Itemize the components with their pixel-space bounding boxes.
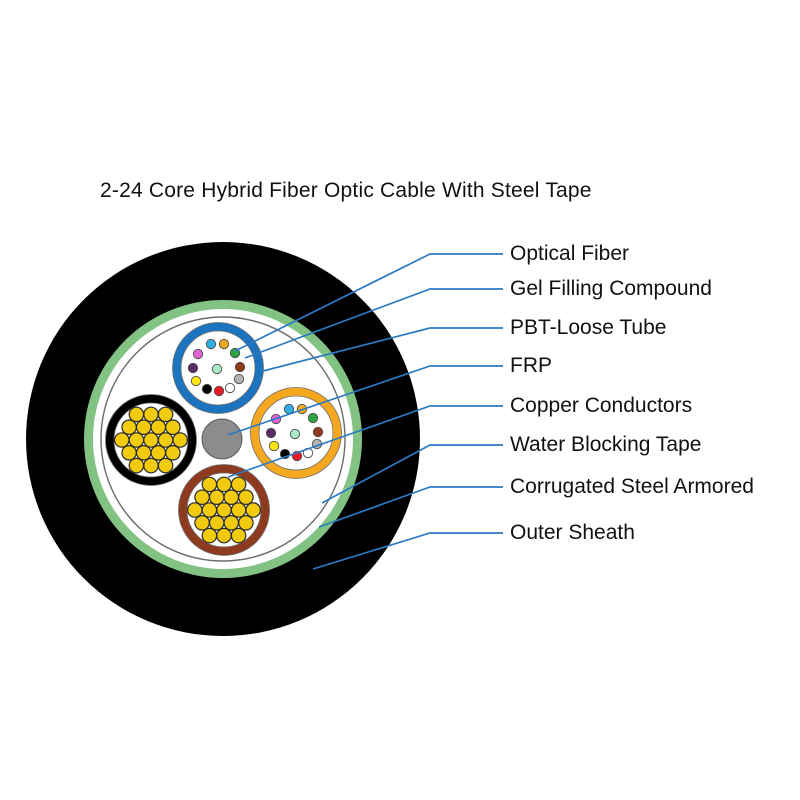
copper-wire [150,444,167,461]
frp-strength-member [201,418,243,460]
copper-wire [121,444,137,461]
leader-line-gel-filling-compound [244,288,503,359]
fiber-black [201,383,213,395]
copper-wire [165,444,181,461]
fiber-brown [234,361,246,373]
label-frp: FRP [510,354,552,377]
copper-wire [143,406,159,423]
copper-wire [143,457,159,474]
copper-wire [238,489,254,505]
copper-wire [157,406,174,423]
label-copper-conductors: Copper Conductors [510,394,693,417]
leader-line-water-blocking-tape [321,444,503,504]
copper-wire [128,406,145,423]
label-water-blocking-tape: Water Blocking Tape [510,433,702,456]
copper-wire [230,476,247,493]
copper-wire [208,514,225,531]
copper-wire [238,514,254,531]
copper-wire [201,527,218,544]
copper-wire [187,502,203,518]
fiber-cyan [205,338,217,350]
label-gel-filling-compound: Gel Filling Compound [510,277,712,300]
copper-wire [150,419,167,435]
fiber-gray [233,373,245,385]
leader-line-optical-fiber [234,253,503,352]
copper-wire [223,514,240,531]
copper-wire [216,527,232,544]
copper-wire [194,514,210,531]
copper-wire [172,432,188,448]
leader-line-pbt-loose-tube [262,327,503,372]
copper-wire [128,432,145,448]
figure-title: 2-24 Core Hybrid Fiber Optic Cable With … [100,179,592,202]
fiber-magenta [192,348,204,360]
copper-wire [230,502,247,518]
copper-wire [143,432,159,448]
label-pbt-loose-tube: PBT-Loose Tube [510,316,667,339]
copper-wire [157,457,174,474]
label-optical-fiber: Optical Fiber [510,242,630,265]
fiber-red [213,385,225,397]
leader-line-outer-sheath [312,532,503,570]
fiber-amber [218,338,230,350]
copper-wire [121,419,137,435]
fiber-pale-green [289,428,301,440]
copper-wire [208,489,225,505]
copper-wire [216,502,232,518]
copper-wire [230,527,247,544]
leader-line-frp [227,365,503,436]
copper-wire [165,419,181,435]
fiber-brown [312,426,324,438]
copper-wire [157,432,174,448]
fiber-violet [187,362,199,374]
copper-wire [135,419,152,435]
copper-wire [201,502,218,518]
copper-wire [201,476,218,493]
label-corrugated-steel-armored: Corrugated Steel Armored [510,475,754,498]
copper-wire [114,432,130,448]
fiber-yellow [268,440,280,452]
fiber-green [307,412,319,424]
fiber-white [224,382,236,394]
copper-wire [216,476,232,493]
copper-wire [245,502,261,518]
copper-wire [223,489,240,505]
leader-line-copper-conductors [227,405,503,478]
fiber-yellow [190,375,202,387]
copper-wire [194,489,210,505]
fiber-pale-green [211,363,223,375]
label-outer-sheath: Outer Sheath [510,521,635,544]
leader-line-corrugated-steel-armored [318,486,503,528]
copper-wire [135,444,152,461]
fiber-violet [265,427,277,439]
copper-wire [128,457,145,474]
